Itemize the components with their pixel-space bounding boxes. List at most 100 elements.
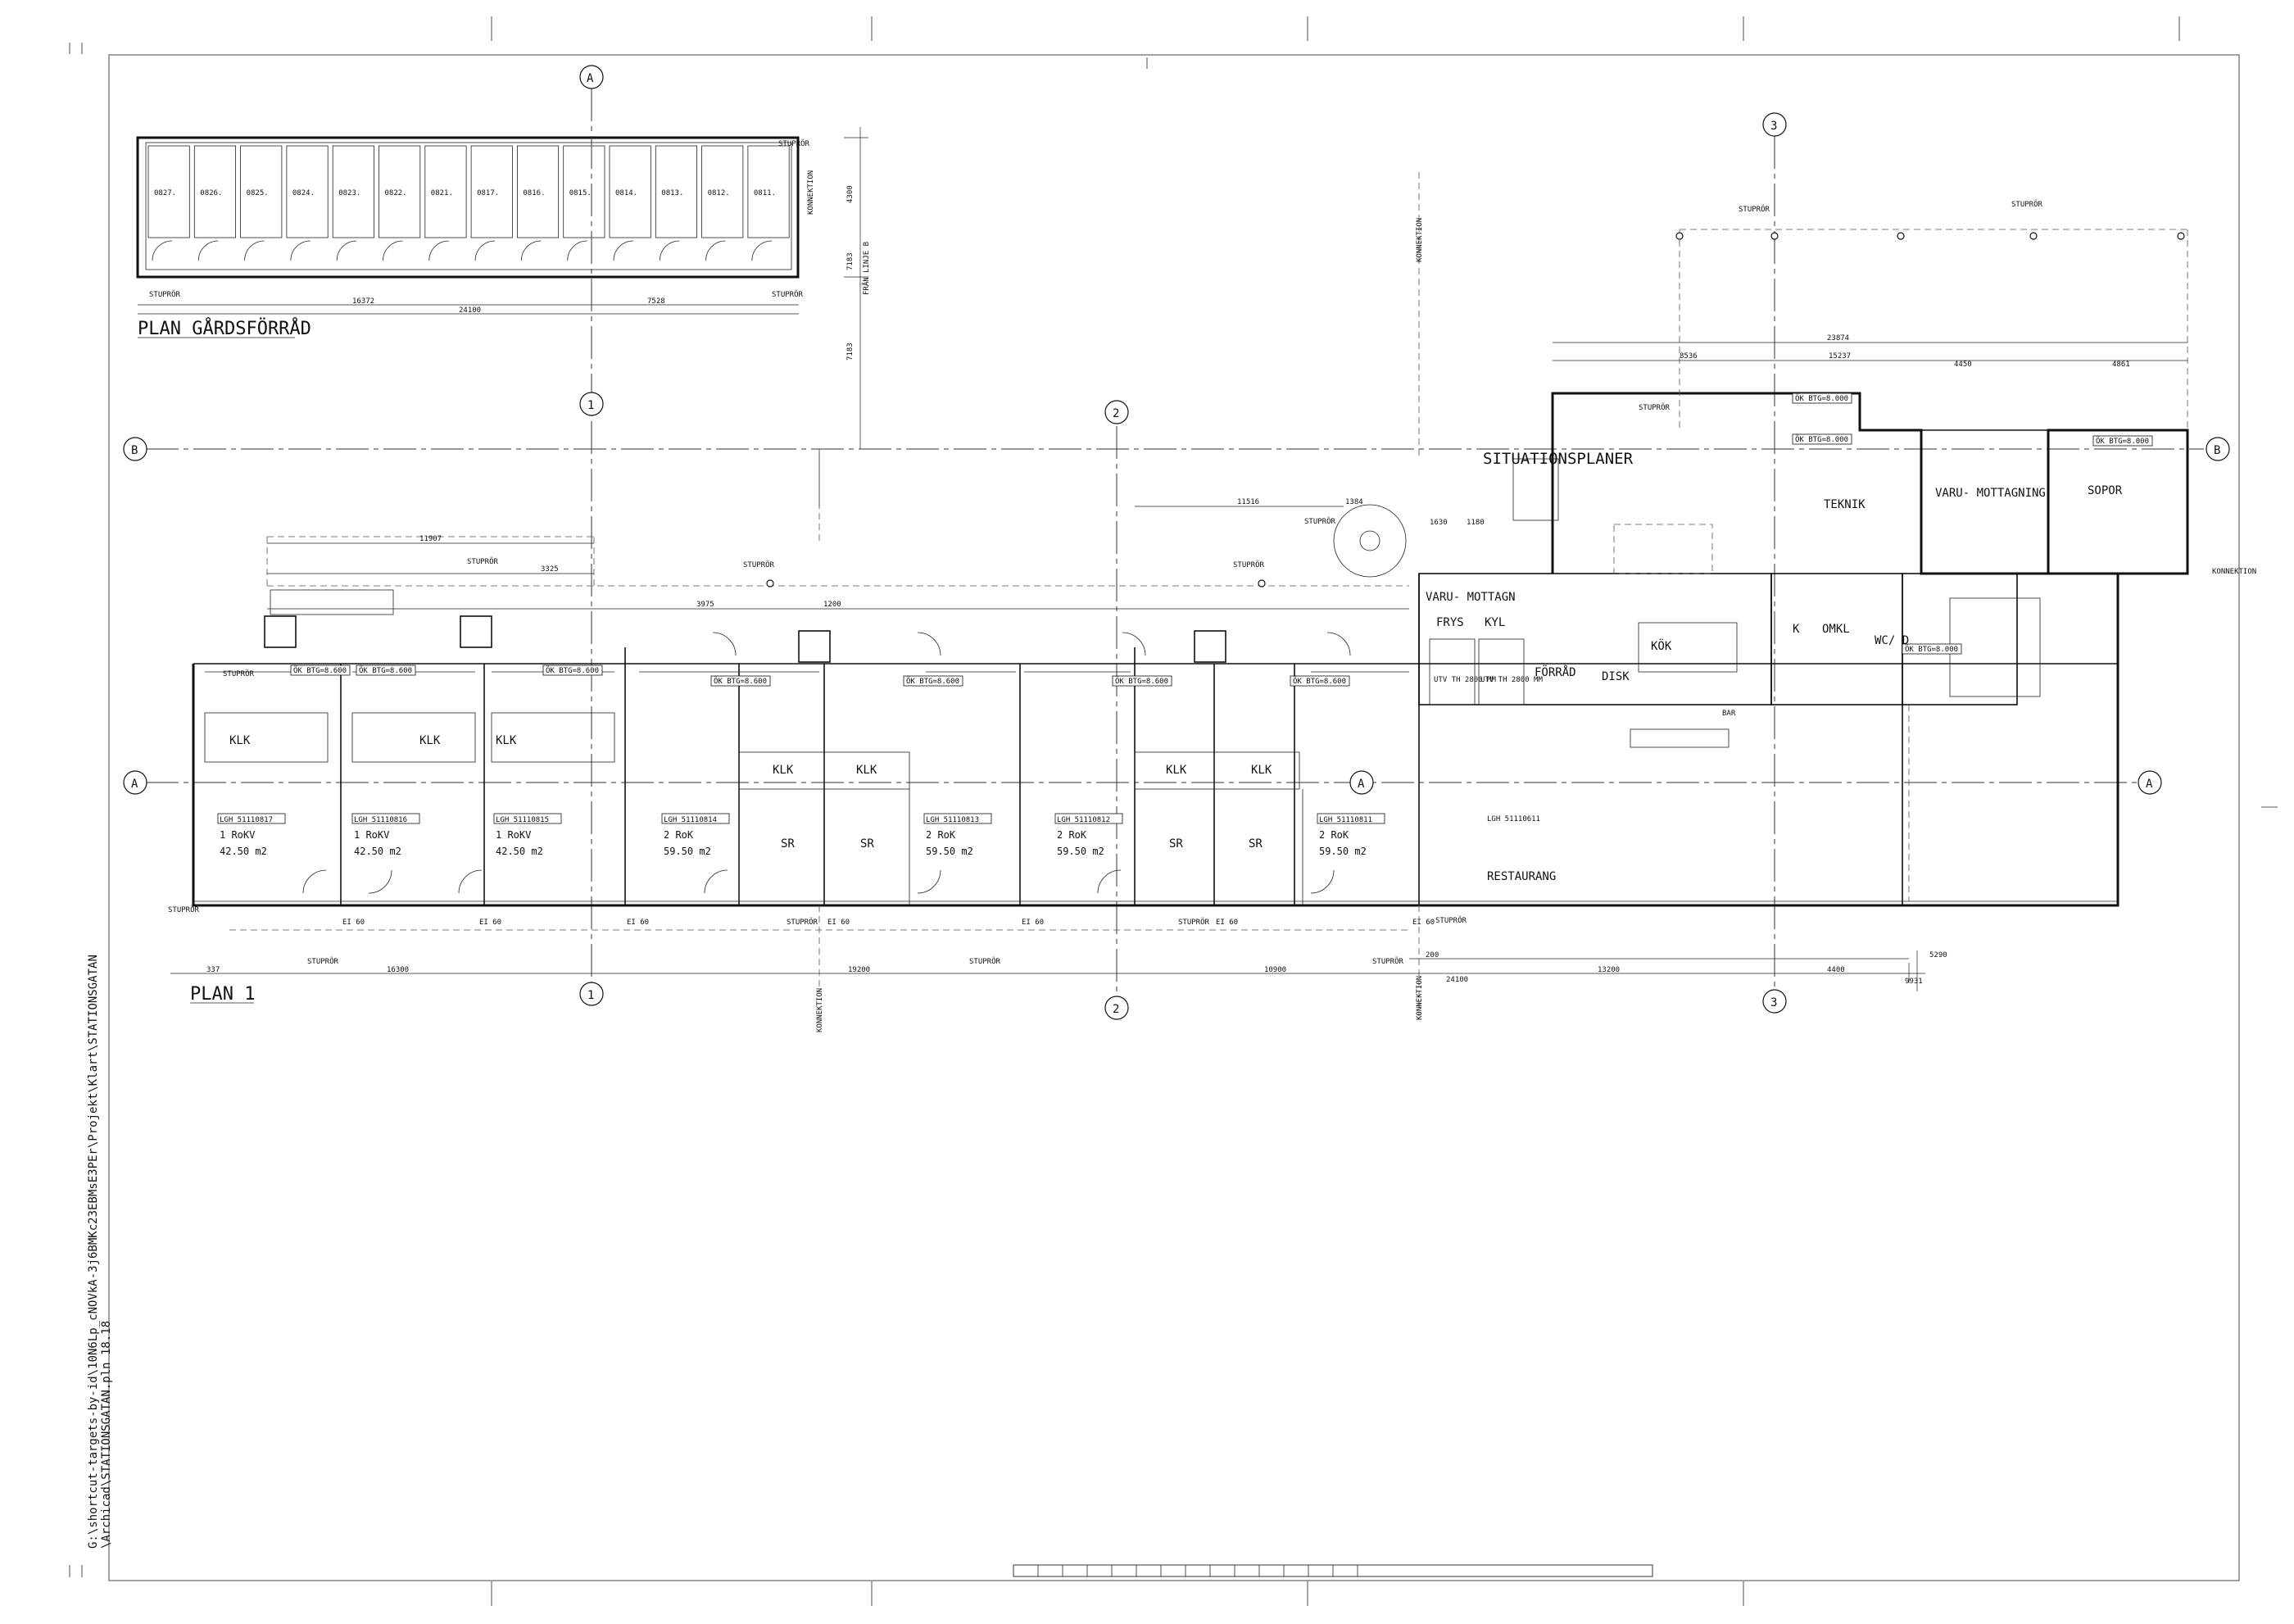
apartment-area: 59.50 m2	[1319, 846, 1367, 857]
grid-bubbles: A 1 1 2 2 3 3 B B A A A	[123, 65, 2230, 1020]
storage-door-swing	[197, 240, 219, 261]
fire-ratings: EI 60 EI 60 EI 60 EI 60 EI 60 EI 60 EI 6…	[342, 919, 1435, 927]
downpipe-11: STUPRÖR	[787, 918, 818, 927]
fridge-spec: UTV TH 2800 MM	[1480, 676, 1543, 684]
storage-unit-label: 0813.	[661, 189, 683, 197]
dim-top-4: 1200	[823, 601, 841, 609]
storage-unit-12	[655, 145, 697, 238]
fire-rating-7: EI 60	[1412, 919, 1435, 927]
file-path-text: G:\shortcut-targets-by-id\10N6Lp_cNOVkA-…	[87, 955, 113, 1549]
restaurant-id: LGH 51110611	[1487, 815, 1540, 823]
fire-rating-3: EI 60	[627, 919, 649, 927]
storage-unit-label: 0814.	[615, 189, 637, 197]
level-tag-4: ÖK BTG=8.600	[714, 677, 767, 686]
grid-bubble-1-bottom	[579, 982, 604, 1006]
apartment-id: LGH 51110815	[496, 816, 549, 824]
grid-bubble-2-bottom	[1104, 996, 1129, 1020]
grid-a-mid-label: A	[1358, 778, 1365, 791]
plan-title: PLAN 1	[190, 984, 255, 1005]
room-klk-3: KLK	[496, 734, 517, 747]
room-sr-3: SR	[1169, 837, 1183, 851]
grid-bubble-2-top	[1104, 400, 1129, 424]
dim-top-3: 3975	[696, 601, 714, 609]
storage-unit-3	[240, 145, 283, 238]
downpipe-7: STUPRÖR	[1739, 205, 1770, 214]
storage-door-swing	[336, 240, 357, 261]
grid-bubble-b-right	[2206, 437, 2230, 461]
storage-unit-label: 0815.	[569, 189, 592, 197]
room-klk-1: KLK	[229, 734, 251, 747]
dim-top-6: 1384	[1345, 498, 1363, 506]
dim-top-10: 15237	[1829, 352, 1851, 361]
dim-top-9: 23874	[1827, 334, 1849, 342]
apartment-type: 1 RoKV	[496, 829, 531, 841]
level-tag-3: ÖK BTG=8.600	[546, 666, 599, 675]
konnektion-label-1: KONNEKTION	[816, 988, 824, 1032]
garage-konnektion: KONNEKTION	[807, 170, 815, 215]
storage-unit-7	[424, 145, 467, 238]
dim-bottom-2: 16300	[387, 966, 409, 974]
storage-unit-10	[563, 145, 605, 238]
dim-top-11: 8536	[1680, 352, 1698, 361]
bottom-dimensions: 337 16300 19200 10900 13200 4400 24100 2…	[170, 950, 1947, 991]
apartment-type: 2 RoK	[926, 829, 956, 841]
apartment-type: 1 RoKV	[220, 829, 255, 841]
storage-door-swing	[659, 240, 680, 261]
fire-rating-5: EI 60	[1022, 919, 1044, 927]
storage-unit-label: 0811.	[754, 189, 776, 197]
dim-bottom-7: 24100	[1446, 976, 1468, 984]
storage-unit-label: 0812.	[708, 189, 730, 197]
level-tag-2: ÖK BTG=8.600	[359, 666, 412, 675]
apartment-id: LGH 51110812	[1057, 816, 1110, 824]
grid-3-bottom-label: 3	[1770, 996, 1777, 1009]
apartment-id: LGH 51110817	[220, 816, 273, 824]
downpipe-9: STUPRÖR	[168, 905, 200, 914]
grid-bubble-3-top	[1762, 112, 1787, 137]
grid-bubble-a-right	[2138, 770, 2162, 795]
technical-room: TEKNIK	[1824, 498, 1866, 511]
level-tag-1: ÖK BTG=8.600	[293, 666, 347, 675]
storage-unit-8	[470, 145, 513, 238]
grid-2-bottom-label: 2	[1113, 1003, 1119, 1016]
storage-unit-label: 0816.	[523, 189, 545, 197]
title-block-strip	[1013, 1564, 1653, 1577]
dim-bottom-4: 10900	[1264, 966, 1286, 974]
room-klk-6: KLK	[1166, 764, 1187, 777]
downpipe-6: STUPRÖR	[1639, 403, 1671, 412]
grid-1-top-label: 1	[587, 399, 594, 412]
grid-a-top-label: A	[587, 72, 594, 85]
dim-top-5: 11516	[1237, 498, 1259, 506]
fire-rating-2: EI 60	[479, 919, 501, 927]
storage-door-swing	[705, 240, 726, 261]
storage-unit-label: 0824.	[292, 189, 315, 197]
file-path-line-1: G:\shortcut-targets-by-id\10N6Lp_cNOVkA-…	[87, 955, 100, 1549]
storage-unit-label: 0827.	[154, 189, 176, 197]
storage-unit-label: 0826.	[200, 189, 222, 197]
room-klk-7: KLK	[1251, 764, 1272, 777]
level-tag-6: ÖK BTG=8.600	[1115, 677, 1168, 686]
dishwash-label: DISK	[1602, 670, 1630, 683]
grid-2-top-label: 2	[1113, 407, 1119, 420]
room-klk-4: KLK	[773, 764, 794, 777]
storage-unit-5	[332, 145, 374, 238]
room-labels: KLK KLK KLK KLK KLK KLK KLK SR SR SR SR …	[229, 450, 2123, 883]
apartment-id-box	[217, 813, 286, 824]
dim-bottom-5: 13200	[1598, 966, 1620, 974]
level-tag-11: ÖK BTG=8.000	[1905, 645, 1958, 654]
downpipe-2: STUPRÖR	[467, 557, 499, 566]
storage-label: FÖRRÅD	[1535, 665, 1576, 679]
dim-top-7: 1630	[1430, 519, 1448, 527]
freezer-spec: UTV TH 2800 MM	[1434, 676, 1496, 684]
fire-rating-1: EI 60	[342, 919, 365, 927]
apartment-area: 42.50 m2	[354, 846, 401, 857]
garage-side-label: FRÅN LINJE B	[861, 242, 871, 295]
level-tag-8: ÖK BTG=8.000	[1795, 394, 1848, 403]
storage-unit-label: 0825.	[247, 189, 269, 197]
apartment-id-box	[493, 813, 562, 824]
grid-1-bottom-label: 1	[587, 989, 594, 1002]
konnektion-lines	[818, 172, 1420, 1016]
fire-rating-6: EI 60	[1216, 919, 1238, 927]
storage-unit-11	[609, 145, 651, 238]
garage-dim-left: 16372	[352, 297, 374, 306]
